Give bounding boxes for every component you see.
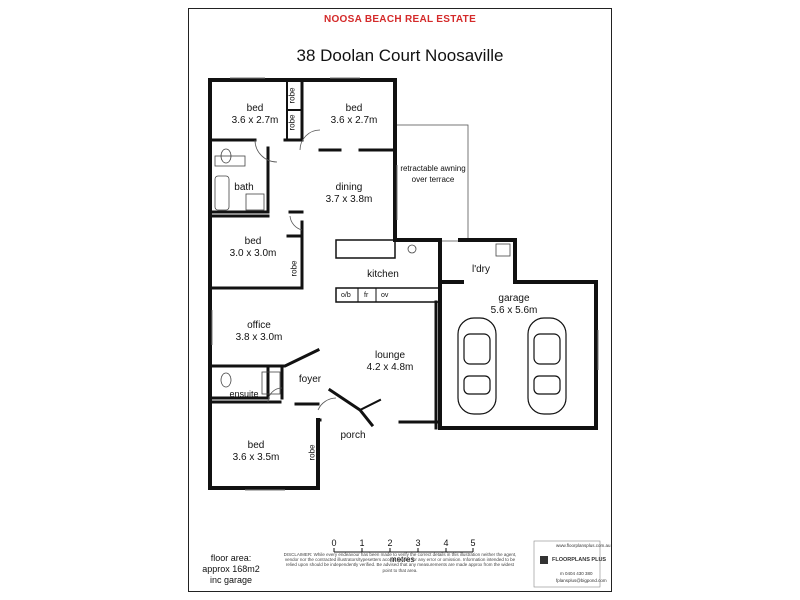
lounge-size: 4.2 x 4.8m (366, 362, 414, 373)
bed-1-size: 3.6 x 2.7m (231, 115, 279, 126)
office-size: 3.8 x 3.0m (235, 332, 283, 343)
outer-wall-south (208, 418, 320, 490)
robe-label-4: robe (307, 444, 317, 461)
door-bed2 (299, 129, 321, 151)
door-bed1 (254, 139, 278, 163)
scale-bar (333, 548, 474, 553)
scale-tick-0: 0 (331, 538, 337, 548)
scale-tick-3: 3 (415, 538, 421, 548)
scale-tick-2: 2 (387, 538, 393, 548)
floor-area: floor area: approx 168m2 inc garage (202, 553, 260, 585)
scale-unit: metres (390, 555, 415, 564)
toilet-ensuite (220, 372, 232, 388)
robe-label-3: robe (289, 260, 299, 277)
wall-bed3-right (286, 220, 304, 290)
office-name: office (247, 320, 271, 331)
label-office: office 3.8 x 3.0m (227, 320, 291, 344)
car-right (527, 317, 567, 415)
shower-ensuite (261, 371, 281, 395)
garage-size: 5.6 x 5.6m (490, 305, 538, 316)
wall-office-bottom (208, 347, 321, 368)
bed-2-size: 3.6 x 2.7m (330, 115, 378, 126)
kitchen-bench-top (335, 239, 396, 259)
label-bed-4: bed 3.6 x 3.5m (225, 440, 287, 464)
label-garage: garage 5.6 x 5.6m (484, 293, 544, 317)
bed-3-name: bed (244, 236, 262, 247)
dining-name: dining (335, 182, 363, 193)
label-oven: ov (381, 292, 389, 299)
label-porch: porch (340, 430, 366, 441)
kitchen-sink (407, 244, 417, 254)
label-bed-2: bed 3.6 x 2.7m (324, 103, 384, 127)
agency-name: NOOSA BEACH REAL ESTATE (323, 14, 477, 25)
robe-label-1: robe (287, 87, 297, 104)
dining-size: 3.7 x 3.8m (325, 194, 373, 205)
robe-label-2: robe (287, 114, 297, 131)
label-dining: dining 3.7 x 3.8m (317, 182, 381, 206)
lounge-south-wall (316, 418, 440, 424)
wall-ensuite (208, 366, 284, 400)
bed-2-name: bed (345, 103, 363, 114)
logo-url: www.floorplansplus.com.au (556, 543, 611, 548)
wall-robe (286, 79, 303, 141)
label-lounge: lounge 4.2 x 4.8m (358, 350, 422, 374)
logo-frame (533, 540, 601, 588)
scale-tick-5: 5 (470, 538, 476, 548)
porch-angle (358, 398, 382, 412)
plan-sheet (188, 8, 612, 592)
label-bath: bath (234, 182, 254, 193)
kitchen-bench-bottom (335, 287, 441, 303)
bed-4-size: 3.6 x 3.5m (232, 452, 280, 463)
lounge-name: lounge (374, 350, 406, 361)
label-laundry: l'dry (471, 264, 491, 275)
door-bed3 (289, 215, 303, 231)
scale-tick-4: 4 (443, 538, 449, 548)
label-ensuite: ensuite (229, 389, 259, 399)
garage-name: garage (498, 293, 530, 304)
label-bed-3: bed 3.0 x 3.0m (222, 236, 284, 260)
bench-dividers (357, 287, 377, 303)
vanity-bath (214, 155, 246, 167)
logo-icon (540, 556, 548, 564)
shower-bath (245, 193, 265, 211)
bed-1-name: bed (246, 103, 264, 114)
door-front (317, 397, 337, 411)
bed-3-size: 3.0 x 3.0m (229, 248, 277, 259)
car-left (457, 317, 497, 415)
laundry-wall (438, 238, 598, 430)
label-awning: retractable awning over terrace (400, 164, 466, 184)
logo-email: fplansplus@bigpond.com (556, 578, 607, 583)
logo-phone: m 0404 430 380 (560, 571, 593, 576)
property-address: 38 Doolan Court Noosaville (296, 46, 504, 65)
bed-4-name: bed (247, 440, 265, 451)
wall-bed3-top (208, 210, 304, 218)
label-bed-1: bed 3.6 x 2.7m (225, 103, 285, 127)
laundry-tub (495, 243, 511, 257)
label-foyer: foyer (298, 374, 322, 385)
scale-tick-1: 1 (359, 538, 365, 548)
bathtub (214, 175, 230, 211)
wall-bed4-top (208, 400, 320, 406)
label-oven-bench: o/b (341, 292, 351, 299)
label-kitchen: kitchen (367, 269, 399, 280)
logo-name: FLOORPLANS PLUS (552, 557, 607, 563)
label-fridge: fr (364, 292, 369, 299)
disclaimer: DISCLAIMER: While every endeavour has be… (283, 552, 517, 573)
